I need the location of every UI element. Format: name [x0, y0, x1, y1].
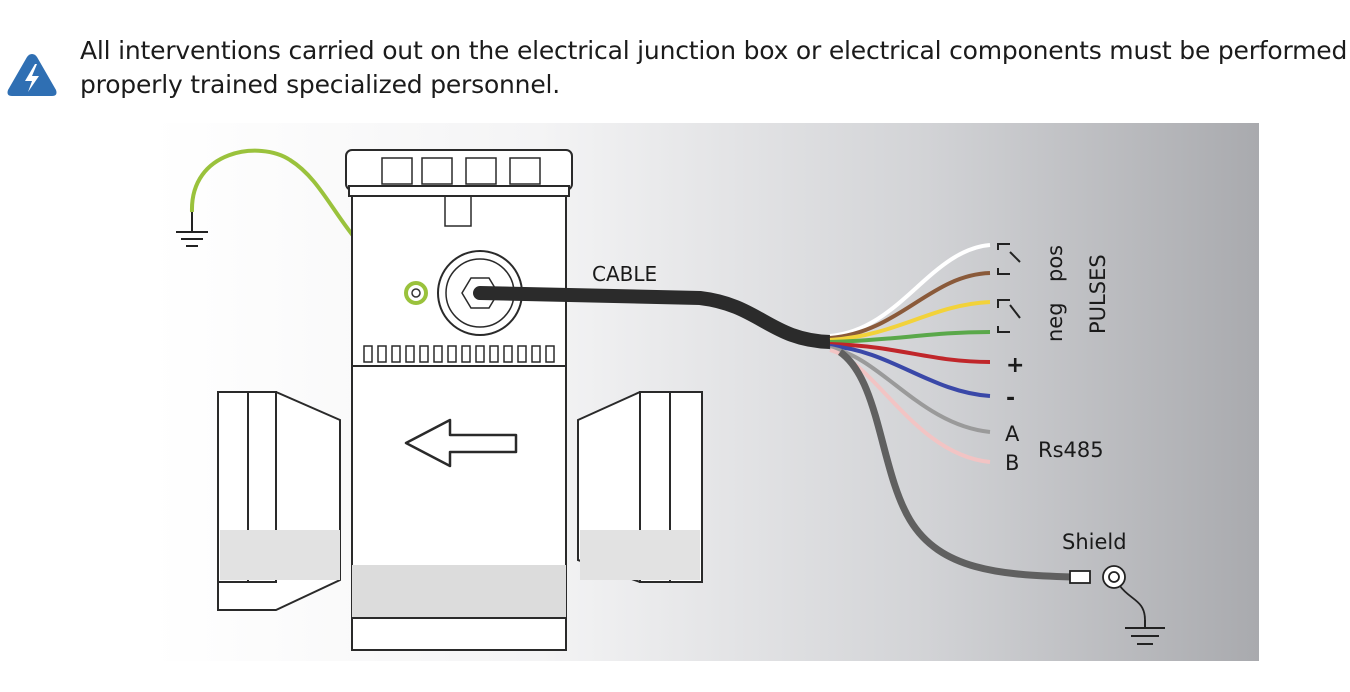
pipe-shadow-right — [580, 530, 700, 580]
terminal-label-plus: + — [1006, 353, 1024, 378]
housing-ribs-top — [381, 157, 541, 227]
ground-symbol-left — [176, 212, 208, 247]
terminal-label-minus: - — [1006, 386, 1015, 411]
warning-line-2: properly trained specialized personnel. — [80, 70, 561, 99]
rs485-label: Rs485 — [1038, 438, 1104, 462]
shield-label: Shield — [1062, 530, 1127, 554]
pos-label: pos — [1043, 245, 1067, 282]
shield-ring-terminal — [1069, 565, 1146, 621]
pulses-label: PULSES — [1086, 254, 1110, 334]
pipe-shadow-left — [220, 530, 340, 580]
junction-box — [345, 149, 573, 367]
flow-direction-arrow-icon — [404, 418, 518, 468]
safety-warning-text: All interventions carried out on the ele… — [80, 34, 1350, 102]
shield-wire — [837, 349, 1073, 581]
cable-label: CABLE — [592, 262, 657, 286]
pulse-contact-symbols — [997, 243, 1021, 333]
terminal-label-b: B — [1005, 451, 1019, 475]
ground-symbol-right — [1125, 620, 1165, 645]
warning-line-1: All interventions carried out on the ele… — [80, 36, 1350, 65]
terminal-label-a: A — [1005, 422, 1020, 446]
main-cable — [473, 286, 837, 349]
neg-label: neg — [1043, 302, 1067, 342]
high-voltage-warning-icon — [7, 54, 57, 96]
housing-vents — [363, 345, 555, 363]
